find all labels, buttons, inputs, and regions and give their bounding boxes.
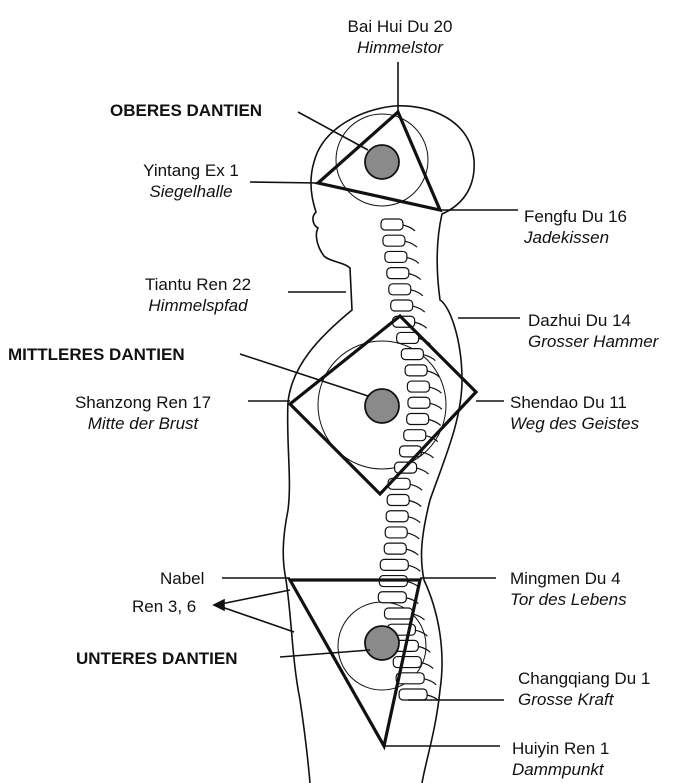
vertebra-process (405, 241, 417, 247)
middle-dantien-dot (365, 389, 399, 423)
huiyin-name: Huiyin Ren 1 (512, 738, 609, 759)
label-nabel: Nabel (160, 568, 204, 589)
tiantu-sub: Himmelspfad (122, 295, 274, 316)
vertebra-process (403, 225, 415, 231)
vertebra (408, 397, 430, 408)
label-mittleres-dantien: MITTLERES DANTIEN (8, 344, 185, 365)
fengfu-sub: Jadekissen (524, 227, 627, 248)
label-bai-hui: Bai Hui Du 20 Himmelstor (330, 16, 470, 58)
vertebra-process (413, 306, 425, 312)
vertebra-process (422, 452, 434, 458)
vertebra-process (410, 484, 422, 490)
vertebra (384, 543, 406, 554)
vertebra (407, 381, 429, 392)
mingmen-name: Mingmen Du 4 (510, 568, 627, 589)
dazhui-name: Dazhui Du 14 (528, 310, 658, 331)
shendao-name: Shendao Du 11 (510, 392, 639, 413)
vertebra-process (415, 322, 427, 328)
vertebra-process (406, 549, 418, 555)
vertebra-process (418, 646, 430, 652)
vertebra (399, 689, 427, 700)
label-mingmen: Mingmen Du 4 Tor des Lebens (510, 568, 627, 610)
label-tiantu: Tiantu Ren 22 Himmelspfad (122, 274, 274, 316)
vertebra-process (417, 468, 429, 474)
vertebra-process (427, 371, 439, 377)
vertebra (389, 284, 411, 295)
body-outline (283, 106, 394, 783)
vertebra (380, 559, 408, 570)
label-huiyin: Huiyin Ren 1 Dammpunkt (512, 738, 609, 780)
huiyin-sub: Dammpunkt (512, 759, 609, 780)
changqiang-sub: Grosse Kraft (518, 689, 650, 710)
vertebra (385, 608, 413, 619)
shanzong-name: Shanzong Ren 17 (40, 392, 246, 413)
lower-dantien-dot (365, 626, 399, 660)
vertebra (404, 430, 426, 441)
label-shanzong: Shanzong Ren 17 Mitte der Brust (40, 392, 246, 434)
yintang-sub: Siegelhalle (128, 181, 254, 202)
vertebra (401, 349, 423, 360)
label-changqiang: Changqiang Du 1 Grosse Kraft (518, 668, 650, 710)
bai-hui-sub: Himmelstor (330, 37, 470, 58)
dazhui-sub: Grosser Hammer (528, 331, 658, 352)
vertebra (381, 219, 403, 230)
vertebra-process (421, 663, 433, 669)
vertebra-process (407, 257, 419, 263)
label-dazhui: Dazhui Du 14 Grosser Hammer (528, 310, 658, 352)
vertebra (385, 527, 407, 538)
vertebra (386, 511, 408, 522)
vertebra-process (429, 419, 441, 425)
vertebra (387, 495, 409, 506)
mingmen-sub: Tor des Lebens (510, 589, 627, 610)
vertebra-process (408, 517, 420, 523)
label-fengfu: Fengfu Du 16 Jadekissen (524, 206, 627, 248)
vertebra (391, 300, 413, 311)
label-oberes-dantien: OBERES DANTIEN (110, 100, 262, 121)
vertebra-process (413, 614, 425, 620)
vertebra-process (409, 274, 421, 280)
vertebra (383, 235, 405, 246)
changqiang-name: Changqiang Du 1 (518, 668, 650, 689)
label-shendao: Shendao Du 11 Weg des Geistes (510, 392, 639, 434)
vertebra (407, 413, 429, 424)
lower-triangle (290, 580, 420, 746)
label-yintang: Yintang Ex 1 Siegelhalle (128, 160, 254, 202)
vertebra-process (430, 403, 442, 409)
vertebra-process (429, 387, 441, 393)
bai-hui-name: Bai Hui Du 20 (330, 16, 470, 37)
vertebra (397, 332, 419, 343)
label-unteres-dantien: UNTERES DANTIEN (76, 648, 238, 669)
label-ren-3-6: Ren 3, 6 (132, 596, 196, 617)
vertebra (387, 268, 409, 279)
shendao-sub: Weg des Geistes (510, 413, 639, 434)
vertebra-process (424, 679, 436, 685)
upper-dantien-dot (365, 145, 399, 179)
vertebra (378, 592, 406, 603)
yintang-name: Yintang Ex 1 (128, 160, 254, 181)
tiantu-name: Tiantu Ren 22 (122, 274, 274, 295)
vertebra-process (409, 501, 421, 507)
vertebra-process (408, 565, 420, 571)
vertebra (385, 251, 407, 262)
vertebra-process (411, 290, 423, 296)
vertebra (393, 657, 421, 668)
fengfu-name: Fengfu Du 16 (524, 206, 627, 227)
vertebra (405, 365, 427, 376)
vertebra-process (415, 630, 427, 636)
shanzong-sub: Mitte der Brust (40, 413, 246, 434)
vertebra-process (407, 533, 419, 539)
